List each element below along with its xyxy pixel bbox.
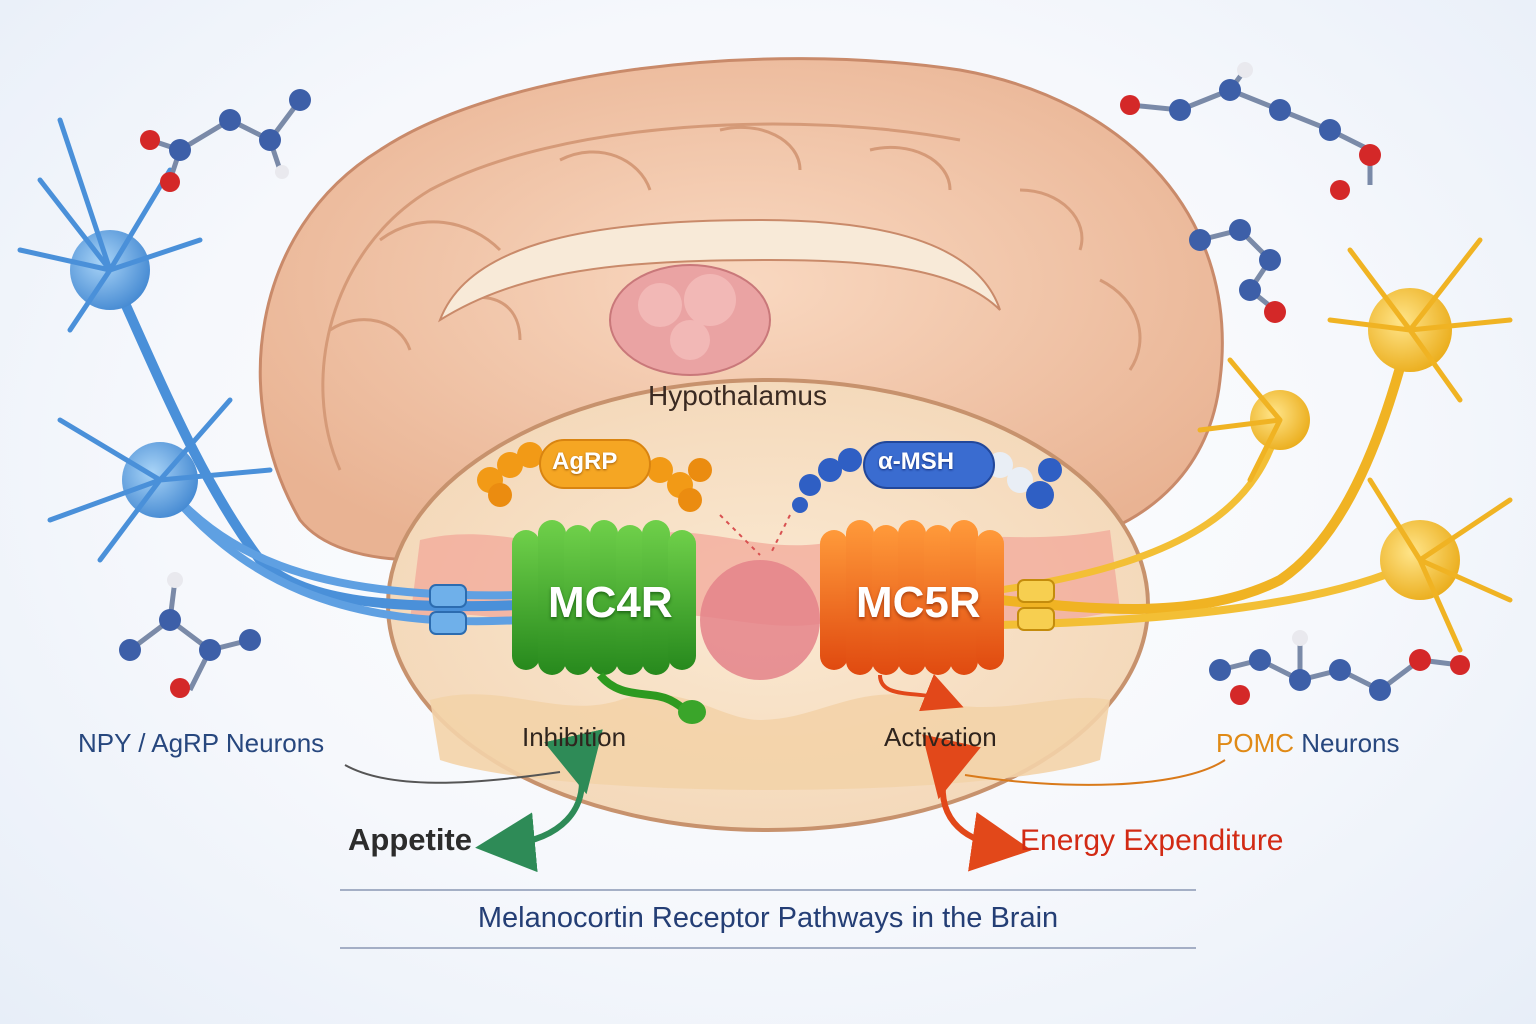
mc5r-label: MC5R: [856, 578, 981, 627]
hypothalamus-label: Hypothalamus: [648, 380, 827, 411]
inhibition-label: Inhibition: [522, 722, 627, 752]
mc4r-label: MC4R: [548, 578, 673, 627]
agrp-label: AgRP: [552, 448, 618, 475]
diagram-title: Melanocortin Receptor Pathways in the Br…: [477, 902, 1059, 934]
npy-neuron: [17, 117, 521, 635]
appetite-arrow: [475, 729, 603, 873]
energy-arrow: [922, 734, 1032, 872]
agrp-peptide: [477, 439, 712, 512]
appetite-label: Appetite: [348, 822, 472, 857]
activation-label: Activation: [884, 722, 997, 752]
amsh-peptide: [792, 441, 1062, 513]
energy-expenditure-label: Energy Expenditure: [1020, 824, 1284, 857]
pomc-suffix: Neurons: [1294, 728, 1400, 758]
receptor-mc4r: [512, 520, 706, 724]
receptor-mc5r: [820, 520, 1004, 712]
pomc-prefix: POMC: [1216, 728, 1294, 758]
molecule-model: [119, 62, 1470, 705]
signal-lines: [719, 514, 791, 556]
npy-neurons-label: NPY / AgRP Neurons: [78, 728, 325, 758]
amsh-label: α-MSH: [878, 448, 955, 475]
pomc-neuron: [999, 237, 1513, 653]
pomc-neurons-label: POMC Neurons: [1216, 728, 1400, 759]
